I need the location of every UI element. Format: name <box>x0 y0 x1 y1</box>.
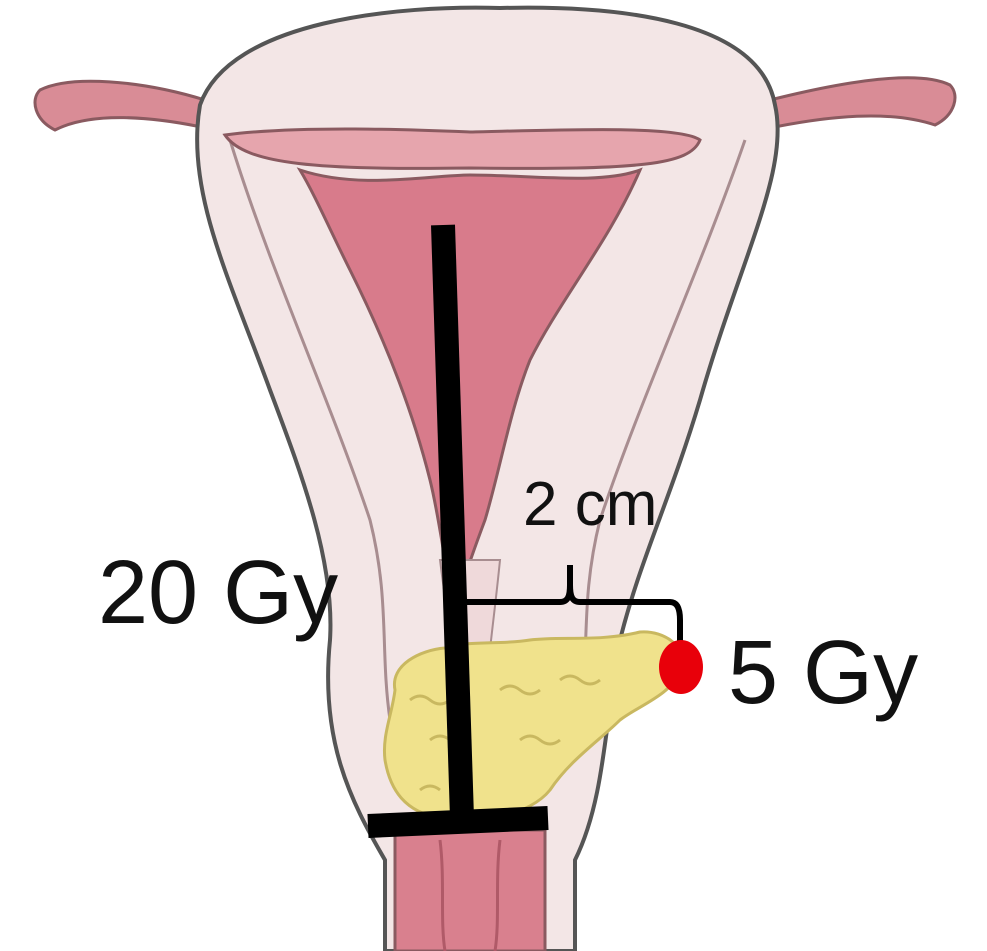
applicator-base <box>368 818 548 826</box>
left-fallopian-tube <box>35 81 215 130</box>
distance-label: 2 cm <box>523 474 657 536</box>
cervical-tumor <box>384 632 682 820</box>
right-fallopian-tube <box>760 78 955 130</box>
dose-point-marker <box>659 640 703 694</box>
point-dose-label: 5 Gy <box>728 628 918 718</box>
applicator-dose-label: 20 Gy <box>98 548 338 638</box>
uterine-cavity-top <box>225 129 700 168</box>
vagina <box>395 830 545 951</box>
